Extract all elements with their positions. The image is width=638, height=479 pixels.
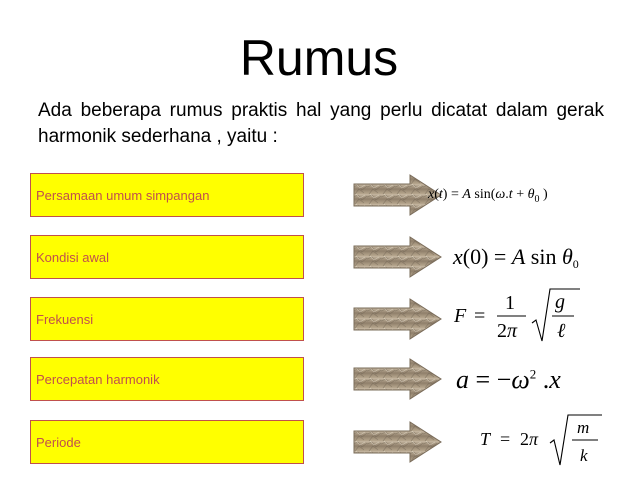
slide-title: Rumus	[239, 30, 399, 86]
svg-text:=: =	[474, 305, 485, 327]
svg-text:F: F	[453, 305, 467, 327]
label-box-frequency: Frekuensi	[30, 297, 304, 341]
svg-text:2π: 2π	[520, 429, 539, 449]
row-label: Periode	[36, 434, 81, 450]
label-box-displacement: Persamaan umum simpangan	[30, 173, 304, 217]
row-label: Frekuensi	[36, 311, 94, 327]
formula-row-frequency: Frekuensi F = 1 2π g ℓ	[30, 288, 610, 343]
svg-text:1: 1	[505, 292, 515, 314]
row-label: Persamaan umum simpangan	[36, 187, 210, 203]
formula-row-displacement: Persamaan umum simpangan x(t) = A sin(ω.…	[30, 173, 610, 219]
label-box-period: Periode	[30, 420, 304, 464]
formula-row-acceleration: Percepatan harmonik a = −ω2 .x	[30, 357, 610, 403]
svg-text:m: m	[577, 418, 589, 437]
textured-right-arrow-icon	[353, 358, 442, 400]
svg-text:g: g	[555, 291, 565, 313]
formula-row-initial: Kondisi awal x(0) = A sin θ0	[30, 235, 610, 281]
formula-acceleration: a = −ω2 .x	[456, 365, 561, 394]
svg-text:2π: 2π	[497, 320, 518, 342]
formula-frequency: F = 1 2π g ℓ	[452, 281, 582, 347]
svg-text:=: =	[500, 429, 510, 449]
label-box-initial: Kondisi awal	[30, 235, 304, 279]
svg-text:T: T	[480, 429, 492, 449]
textured-right-arrow-icon	[353, 298, 442, 340]
label-box-acceleration: Percepatan harmonik	[30, 357, 304, 401]
row-label: Kondisi awal	[36, 249, 109, 265]
svg-text:ℓ: ℓ	[557, 320, 566, 342]
formula-initial: x(0) = A sin θ0	[453, 244, 579, 271]
textured-right-arrow-icon	[353, 236, 442, 278]
formula-row-period: Periode T = 2π m k	[30, 414, 610, 466]
row-label: Percepatan harmonik	[36, 371, 160, 387]
intro-text: Ada beberapa rumus praktis hal yang perl…	[38, 100, 604, 147]
textured-right-arrow-icon	[353, 421, 442, 463]
formula-period: T = 2π m k	[476, 410, 608, 470]
svg-text:k: k	[580, 446, 588, 465]
formula-displacement: x(t) = A sin(ω.t + θ0 )	[428, 187, 548, 205]
